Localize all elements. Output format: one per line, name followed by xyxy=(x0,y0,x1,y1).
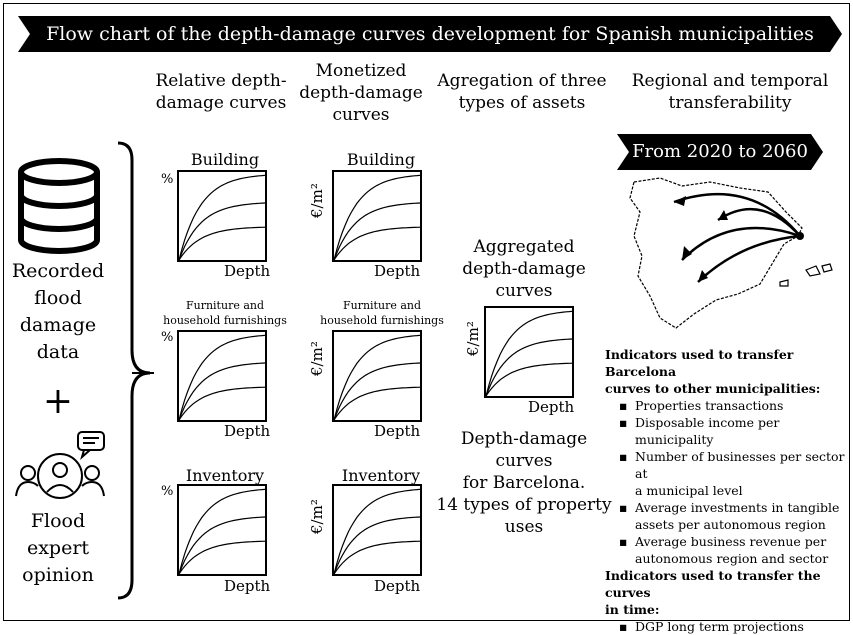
panel-monetized-furniture: Furniture and household furnishings €/m²… xyxy=(306,296,444,441)
y-axis-label: €/m² xyxy=(308,499,326,534)
plot-frame xyxy=(332,170,422,262)
figure-frame xyxy=(3,3,850,621)
panel-aggregated: €/m² Depth xyxy=(462,304,592,424)
y-axis-label: % xyxy=(161,484,174,499)
panel-relative-inventory: Inventory % Depth xyxy=(160,466,290,596)
damage-curve xyxy=(333,202,421,261)
plot-frame xyxy=(177,170,267,262)
arrow-icon xyxy=(697,234,801,283)
spain-map-icon xyxy=(629,177,833,329)
panel-title: Furniture and household furnishings xyxy=(163,299,287,327)
panel-relative-furniture: Furniture and household furnishings % De… xyxy=(160,296,290,441)
curves-plot xyxy=(484,306,574,398)
list-item: Disposable income per municipality xyxy=(619,414,853,448)
damage-curve xyxy=(333,174,421,261)
damage-curve xyxy=(178,226,266,261)
list-item: Properties transactions xyxy=(619,397,853,414)
damage-curve xyxy=(333,226,421,261)
plot-frame xyxy=(332,484,422,576)
plus-sign: + xyxy=(42,381,74,422)
damage-curve xyxy=(485,362,573,397)
banner-shape xyxy=(18,16,842,52)
damage-curve xyxy=(333,334,421,421)
damage-curve xyxy=(178,202,266,261)
title-banner: Flow chart of the depth-damage curves de… xyxy=(18,16,842,52)
curves-plot xyxy=(177,330,267,422)
damage-curve xyxy=(333,488,421,575)
x-axis-label: Depth xyxy=(374,577,421,595)
panel-title: Furniture and household furnishings xyxy=(320,299,444,327)
y-axis-label: €/m² xyxy=(308,183,326,218)
arrow-icon xyxy=(681,226,801,261)
x-axis-label: Depth xyxy=(528,398,575,416)
plot-frame xyxy=(177,330,267,422)
plot-frame xyxy=(484,306,574,398)
spatial-indicators-heading: Indicators used to transfer Barcelona cu… xyxy=(605,347,821,396)
spatial-indicators-list: Properties transactions Disposable incom… xyxy=(605,397,853,567)
people-chat-icon xyxy=(15,431,105,499)
curves-plot xyxy=(177,170,267,262)
panel-relative-building: Building % Depth xyxy=(160,150,290,280)
temporal-indicators-heading: Indicators used to transfer the curves i… xyxy=(605,568,821,617)
damage-curve xyxy=(178,516,266,575)
list-item: Number of businesses per sector at a mun… xyxy=(619,448,853,499)
temporal-indicators-list: DGP long term projections xyxy=(605,618,853,635)
curves-plot xyxy=(332,484,422,576)
damage-curve xyxy=(333,362,421,421)
y-axis-label: % xyxy=(161,330,174,345)
panel-title: Building xyxy=(190,150,260,169)
transfer-period-label: From 2020 to 2060 xyxy=(632,141,808,162)
bracket-icon xyxy=(117,141,154,600)
list-item: DGP long term projections xyxy=(619,618,853,635)
damage-curve xyxy=(178,540,266,575)
input-recorded-data: Recorded flood damage data xyxy=(11,260,105,363)
indicators-block: Indicators used to transfer Barcelona cu… xyxy=(605,346,853,635)
tag-shape xyxy=(617,134,823,170)
curves-plot xyxy=(332,170,422,262)
header-aggregation: Agregation of three types of assets xyxy=(437,71,607,113)
damage-curve xyxy=(485,338,573,397)
panel-monetized-inventory: Inventory €/m² Depth xyxy=(306,466,436,596)
damage-curve xyxy=(178,334,266,421)
input-expert-opinion: Flood expert opinion xyxy=(22,510,94,586)
panel-title: Inventory xyxy=(341,466,421,485)
damage-curve xyxy=(333,516,421,575)
barcelona-caption: Depth-damage curves for Barcelona. 14 ty… xyxy=(436,429,612,537)
list-item: Average business revenue per autonomous … xyxy=(619,533,853,567)
x-axis-label: Depth xyxy=(224,422,271,440)
x-axis-label: Depth xyxy=(374,422,421,440)
x-axis-label: Depth xyxy=(224,262,271,280)
transfer-period-tag: From 2020 to 2060 xyxy=(617,134,823,170)
damage-curve xyxy=(333,386,421,421)
plot-frame xyxy=(332,330,422,422)
plot-frame xyxy=(177,484,267,576)
list-item: Average investments in tangible assets p… xyxy=(619,499,853,533)
damage-curve xyxy=(178,362,266,421)
y-axis-label: % xyxy=(161,172,174,187)
curves-plot xyxy=(177,484,267,576)
header-monetized: Monetized depth-damage curves xyxy=(299,61,423,125)
damage-curve xyxy=(178,174,266,261)
aggregated-label: Aggregated depth-damage curves xyxy=(462,237,586,301)
y-axis-label: €/m² xyxy=(464,321,482,356)
panel-monetized-building: Building €/m² Depth xyxy=(306,150,436,280)
x-axis-label: Depth xyxy=(374,262,421,280)
database-icon xyxy=(18,158,100,254)
x-axis-label: Depth xyxy=(224,577,271,595)
panel-title: Inventory xyxy=(185,466,265,485)
damage-curve xyxy=(485,310,573,397)
diagram-title: Flow chart of the depth-damage curves de… xyxy=(46,23,814,45)
header-relative: Relative depth- damage curves xyxy=(155,71,287,113)
arrow-icon xyxy=(717,207,801,237)
header-regional: Regional and temporal transferability xyxy=(631,71,829,113)
panel-title: Building xyxy=(346,150,416,169)
damage-curve xyxy=(333,540,421,575)
y-axis-label: €/m² xyxy=(308,341,326,376)
damage-curve xyxy=(178,488,266,575)
damage-curve xyxy=(178,386,266,421)
curves-plot xyxy=(332,330,422,422)
